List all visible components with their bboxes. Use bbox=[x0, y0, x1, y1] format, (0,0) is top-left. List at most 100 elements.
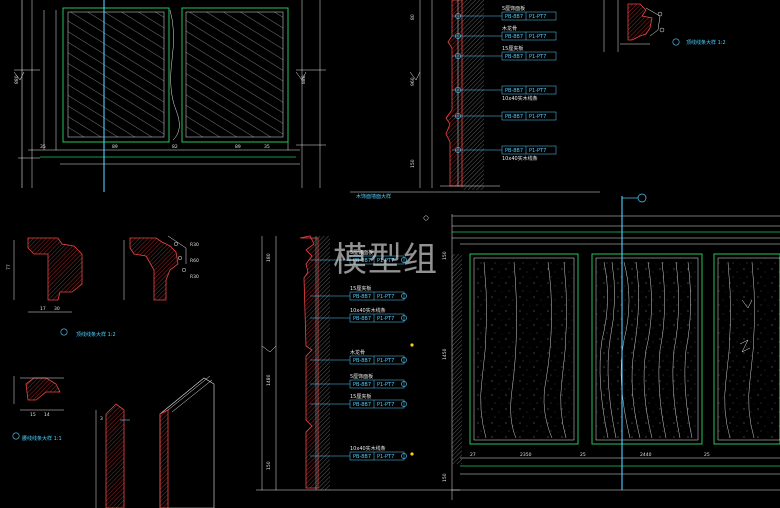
mid-callout: PB-8B7 P1-PT7 5厘饰面板 bbox=[310, 249, 407, 265]
svg-text:14: 14 bbox=[44, 412, 50, 418]
mid-callout: PB-8B7 P1-PT7 木龙骨 bbox=[310, 349, 407, 365]
svg-text:27: 27 bbox=[470, 452, 476, 458]
top-wall-section: 80 960 150 bbox=[350, 0, 600, 193]
mid-callout-code: P1-PT7 bbox=[377, 258, 394, 264]
top-callout: PB-8B7 P1-PT7 15厘夹板 bbox=[452, 45, 557, 61]
top-right-profile: 顶线线条大样 1:2 bbox=[603, 0, 726, 52]
panel-left bbox=[469, 253, 579, 445]
svg-text:R30: R30 bbox=[190, 242, 199, 248]
svg-text:150: 150 bbox=[410, 159, 416, 168]
panel-right-partial bbox=[713, 253, 780, 445]
svg-text:89: 89 bbox=[235, 144, 241, 150]
svg-text:25: 25 bbox=[704, 452, 710, 458]
mid-callout-note: 15厘夹板 bbox=[350, 285, 371, 292]
svg-text:89: 89 bbox=[112, 144, 118, 150]
mid-callout: PB-8B7 P1-PT7 10x40实木线条 bbox=[310, 307, 407, 323]
mid-callout-note: 5厘饰面板 bbox=[350, 249, 373, 256]
svg-text:150: 150 bbox=[442, 251, 448, 260]
mid-callout-code: P1-PT7 bbox=[377, 454, 394, 460]
mid-callout-tag: PB-8B7 bbox=[353, 358, 371, 364]
elevation-panel-left bbox=[62, 7, 170, 143]
panel-center bbox=[591, 253, 703, 445]
top-callout-code: P1-PT7 bbox=[529, 88, 546, 94]
svg-text:R30: R30 bbox=[190, 274, 199, 280]
svg-text:35: 35 bbox=[40, 144, 46, 150]
left-panel-sections: 3 bbox=[95, 375, 215, 508]
top-elevation: 89 82 89 35 35 880 880 bbox=[13, 0, 326, 192]
top-callout-code: P1-PT7 bbox=[529, 14, 546, 20]
mid-callout-tag: PB-8B7 bbox=[353, 454, 371, 460]
top-callout-sub: 10x40实木线条 bbox=[502, 155, 538, 162]
svg-text:15: 15 bbox=[30, 412, 36, 418]
mid-callout-note: 15厘夹板 bbox=[350, 393, 371, 400]
mid-callout-tag: PB-8B7 bbox=[353, 382, 371, 388]
top-callout-note: 5厘饰面板 bbox=[502, 5, 525, 12]
svg-text:150: 150 bbox=[442, 473, 448, 482]
svg-text:25: 25 bbox=[580, 452, 586, 458]
elevation-panel-right bbox=[181, 7, 289, 143]
mid-callout-tag: PB-8B7 bbox=[353, 402, 371, 408]
mid-callout: PB-8B7 P1-PT7 5厘饰面板 bbox=[310, 373, 407, 389]
top-callout-code: P1-PT7 bbox=[529, 148, 546, 154]
top-callout-code: P1-PT7 bbox=[529, 114, 546, 120]
svg-text:17: 17 bbox=[40, 306, 46, 312]
svg-text:3: 3 bbox=[100, 416, 103, 422]
svg-text:2350: 2350 bbox=[520, 452, 532, 458]
mid-callout-code: P1-PT7 bbox=[377, 358, 394, 364]
svg-text:960: 960 bbox=[410, 77, 416, 86]
mid-callout-code: P1-PT7 bbox=[377, 316, 394, 322]
svg-text:R60: R60 bbox=[190, 258, 199, 264]
mid-callout-code: P1-PT7 bbox=[377, 382, 394, 388]
svg-text:880: 880 bbox=[301, 75, 307, 84]
top-callout-tag: PB-8B7 bbox=[505, 114, 523, 120]
mid-callout: PB-8B7 P1-PT7 10x40实木线条 bbox=[310, 445, 407, 461]
middle-wall-section: 180 1480 150 bbox=[256, 235, 460, 491]
top-callout-code: P1-PT7 bbox=[529, 54, 546, 60]
svg-text:80: 80 bbox=[410, 14, 416, 20]
mid-callout: PB-8B7 P1-PT7 15厘夹板 bbox=[310, 285, 407, 301]
top-elevation-title: 木饰面墙面大样 bbox=[356, 193, 391, 200]
svg-text:180: 180 bbox=[266, 253, 272, 262]
top-callout-tag: PB-8B7 bbox=[505, 54, 523, 60]
svg-text:1480: 1480 bbox=[266, 374, 272, 386]
left-crown-profile: 17 30 77 顶线线条大样 1:2 bbox=[6, 237, 116, 338]
top-callout-code: P1-PT7 bbox=[529, 34, 546, 40]
top-callout: PB-8B7 P1-PT7 木龙骨 bbox=[452, 25, 557, 41]
left-small-profile: 15 14 腰线线条大样 1:1 bbox=[12, 376, 64, 442]
top-callout-tag: PB-8B7 bbox=[505, 88, 523, 94]
svg-text:35: 35 bbox=[264, 144, 270, 150]
top-callout-tag: PB-8B7 bbox=[505, 148, 523, 154]
mid-callout-note: 10x40实木线条 bbox=[350, 445, 386, 452]
svg-text:腰线线条大样 1:1: 腰线线条大样 1:1 bbox=[22, 435, 62, 442]
mid-callout-tag: PB-8B7 bbox=[353, 316, 371, 322]
top-callout-note: 木龙骨 bbox=[502, 25, 517, 32]
svg-text:77: 77 bbox=[6, 264, 12, 270]
svg-text:82: 82 bbox=[172, 144, 178, 150]
left-crown-profile-2: R30 R60 R30 bbox=[123, 235, 199, 301]
svg-text:1450: 1450 bbox=[442, 348, 448, 360]
mid-callout-note: 5厘饰面板 bbox=[350, 373, 373, 380]
top-callout-note: 15厘夹板 bbox=[502, 45, 523, 52]
top-callout-tag: PB-8B7 bbox=[505, 34, 523, 40]
svg-text:30: 30 bbox=[54, 306, 60, 312]
mid-callout-note: 木龙骨 bbox=[350, 349, 365, 356]
svg-text:150: 150 bbox=[266, 461, 272, 470]
top-callout-sub: 10x40实木线条 bbox=[502, 95, 538, 102]
svg-text:顶线线条大样 1:2: 顶线线条大样 1:2 bbox=[686, 39, 726, 46]
svg-text:880: 880 bbox=[14, 75, 20, 84]
mid-callout-code: P1-PT7 bbox=[377, 294, 394, 300]
right-elevation: 27 2350 25 2440 25 150 1450 150 bbox=[442, 193, 780, 500]
reference-marks bbox=[410, 215, 429, 456]
svg-text:2440: 2440 bbox=[640, 452, 652, 458]
mid-callout-tag: PB-8B7 bbox=[353, 258, 371, 264]
svg-text:顶线线条大样 1:2: 顶线线条大样 1:2 bbox=[76, 331, 116, 338]
mid-callout-tag: PB-8B7 bbox=[353, 294, 371, 300]
mid-callout-note: 10x40实木线条 bbox=[350, 307, 386, 314]
